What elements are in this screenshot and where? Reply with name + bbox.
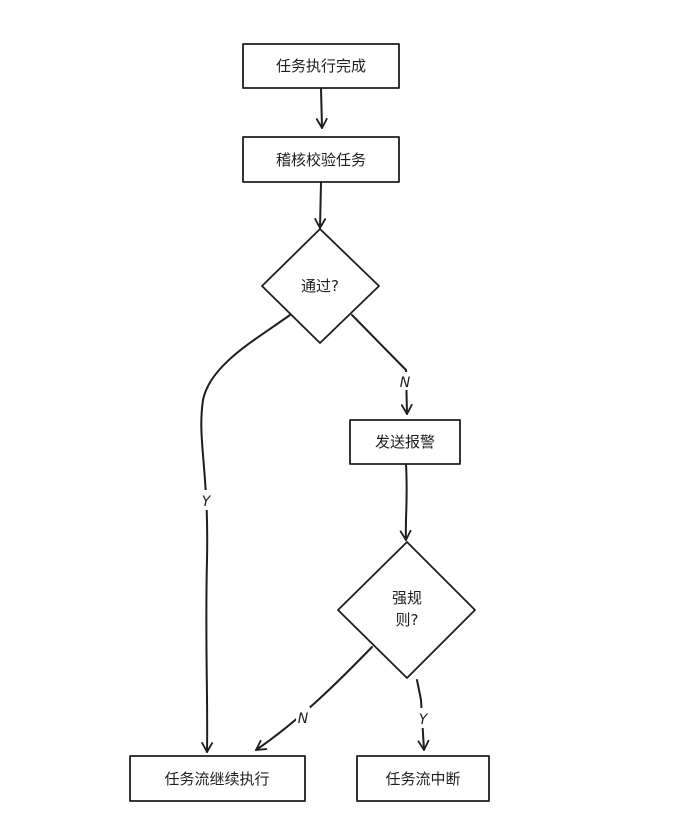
edge-label-passed-yes: Y: [199, 490, 213, 510]
svg-text:N: N: [400, 375, 411, 391]
svg-text:Y: Y: [202, 494, 212, 510]
svg-text:N: N: [298, 711, 309, 727]
svg-text:任务执行完成: 任务执行完成: [276, 57, 366, 75]
svg-text:任务流中断: 任务流中断: [385, 770, 460, 788]
node-alert: 发送报警: [349, 419, 461, 465]
edge-task-done-to-audit: [315, 87, 328, 129]
edge-rule-no-to-continue: [255, 646, 373, 751]
edge-passed-yes-to-continue: [200, 314, 291, 753]
edge-label-rule-yes: Y: [416, 708, 430, 728]
node-strong-rule-decision: 强规 则?: [337, 541, 476, 679]
svg-text:通过?: 通过?: [301, 277, 339, 295]
node-passed-decision: 通过?: [261, 228, 380, 344]
edge-audit-to-passed: [314, 181, 327, 229]
node-task-done: 任务执行完成: [242, 43, 400, 89]
svg-text:则?: 则?: [396, 611, 419, 629]
svg-text:Y: Y: [419, 712, 429, 728]
svg-text:任务流继续执行: 任务流继续执行: [164, 770, 269, 788]
node-interrupt: 任务流中断: [356, 755, 490, 802]
edge-passed-no-to-alert: [351, 314, 413, 415]
edge-label-passed-no: N: [398, 372, 412, 391]
edge-rule-yes-to-interrupt: [416, 679, 430, 751]
svg-text:发送报警: 发送报警: [375, 433, 435, 451]
svg-text:稽核校验任务: 稽核校验任务: [276, 151, 366, 169]
node-audit: 稽核校验任务: [242, 136, 400, 183]
svg-text:强规: 强规: [392, 589, 422, 607]
edge-label-rule-no: N: [296, 707, 310, 727]
node-continue: 任务流继续执行: [129, 755, 306, 802]
edge-alert-to-strong-rule: [399, 463, 412, 541]
